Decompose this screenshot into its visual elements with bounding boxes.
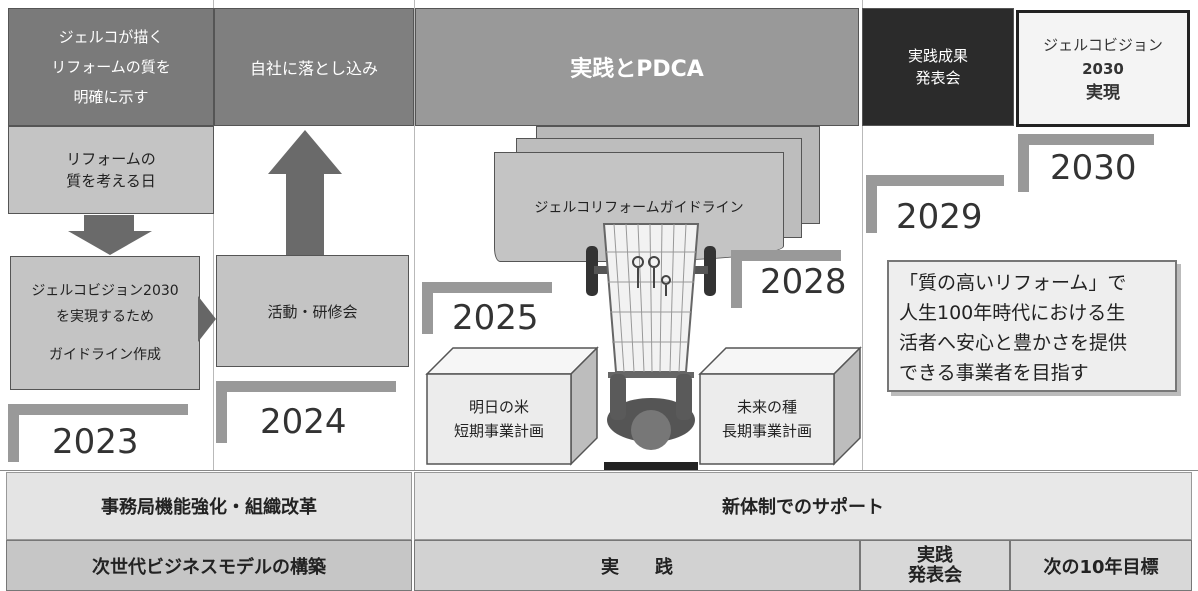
year-2028: 2028	[760, 262, 847, 302]
header-integrate-company: 自社に落とし込み	[214, 8, 414, 126]
band-text: 次世代ビジネスモデルの構築	[92, 556, 326, 578]
goal-line: 人生100年時代における生	[899, 302, 1126, 324]
arrow-down-icon	[68, 215, 152, 255]
goal-statement: 「質の高いリフォーム」で 人生100年時代における生 活者へ安心と豊かさを提供 …	[887, 260, 1177, 392]
band-practice: 実 践	[414, 540, 860, 591]
year-2029: 2029	[896, 197, 983, 237]
header-results-presentation: 実践成果 発表会	[862, 8, 1014, 126]
header-text: 実践とPDCA	[570, 57, 704, 82]
band-line: 実践	[917, 544, 953, 566]
band-text: 実 践	[601, 556, 673, 578]
band-text: 事務局機能強化・組織改革	[101, 497, 317, 518]
header-text: 自社に落とし込み	[249, 59, 378, 78]
cube-line: 未来の種	[736, 398, 797, 416]
cube-line: 明日の米	[468, 398, 529, 416]
year-2030: 2030	[1050, 148, 1137, 188]
column-divider	[414, 0, 415, 470]
band-text: 次の10年目標	[1043, 556, 1159, 578]
shopping-cart-icon	[586, 223, 716, 470]
box-reform-quality-day: リフォームの 質を考える日	[8, 126, 214, 214]
band-line: 発表会	[908, 564, 962, 586]
band-text: 新体制でのサポート	[722, 497, 884, 518]
box-line: ガイドライン作成	[49, 347, 161, 363]
box-line: を実現するため	[56, 309, 154, 325]
band-secretariat-reform: 事務局機能強化・組織改革	[6, 472, 412, 540]
header-line: ジェルコビジョン	[1043, 35, 1163, 54]
header-line: ジェルコが描く	[58, 28, 164, 46]
header-line: リフォームの質を	[51, 58, 171, 76]
box-line: ジェルコビジョン2030	[31, 283, 179, 299]
arrow-up-icon	[268, 130, 342, 256]
goal-line: できる事業者を目指す	[899, 362, 1089, 384]
cube-line: 長期事業計画	[721, 422, 812, 440]
band-next-gen-business: 次世代ビジネスモデルの構築	[6, 540, 412, 591]
cube-long-term-label: 未来の種 長期事業計画	[700, 374, 834, 464]
year-2025: 2025	[452, 298, 539, 338]
year-2024: 2024	[260, 402, 347, 442]
header-vision-quality: ジェルコが描く リフォームの質を 明確に示す	[8, 8, 214, 126]
header-line: 明確に示す	[73, 88, 149, 106]
band-next-ten-year-goal: 次の10年目標	[1010, 540, 1192, 591]
column-divider	[213, 0, 214, 470]
band-results-presentation: 実践 発表会	[860, 540, 1010, 591]
cube-line: 短期事業計画	[453, 422, 544, 440]
column-divider	[862, 0, 863, 470]
document-title: ジェルコリフォームガイドライン	[534, 200, 744, 216]
band-divider	[0, 470, 1198, 471]
box-guideline-creation: ジェルコビジョン2030 を実現するため ガイドライン作成	[10, 256, 200, 390]
header-line: 実践成果	[907, 47, 968, 65]
cube-short-term	[425, 346, 599, 466]
goal-line: 「質の高いリフォーム」で	[899, 272, 1127, 294]
header-vision-2030: ジェルコビジョン 2030 実現	[1016, 10, 1190, 127]
cube-long-term	[698, 346, 862, 466]
header-line: 発表会	[915, 69, 961, 87]
header-line: 2030	[1082, 59, 1124, 78]
band-new-system-support: 新体制でのサポート	[414, 472, 1192, 540]
cube-short-term-label: 明日の米 短期事業計画	[427, 374, 571, 464]
box-line: 質を考える日	[66, 172, 156, 190]
box-activity-training: 活動・研修会	[216, 255, 409, 367]
box-line: リフォームの	[66, 150, 156, 168]
goal-line: 活者へ安心と豊かさを提供	[899, 332, 1128, 354]
header-practice-pdca: 実践とPDCA	[415, 8, 859, 126]
header-line: 実現	[1086, 82, 1120, 103]
arrow-right-icon	[198, 296, 216, 342]
box-text: 活動・研修会	[267, 302, 358, 321]
year-2023: 2023	[52, 422, 139, 462]
